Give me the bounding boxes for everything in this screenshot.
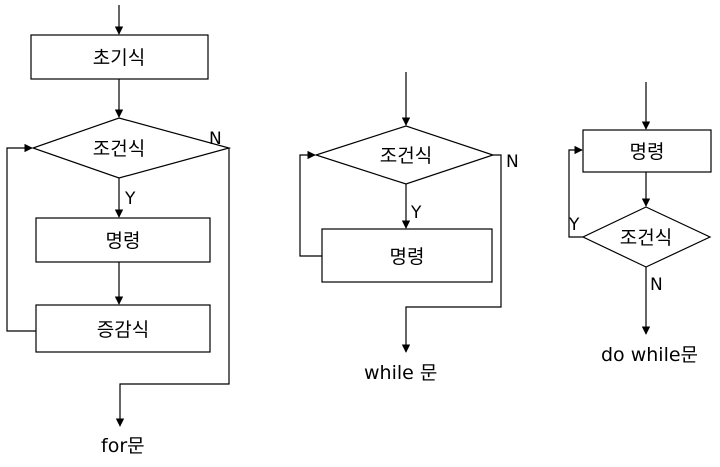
for-loop-back-arrow <box>6 143 36 332</box>
while-condition-label: 조건식 <box>380 145 432 167</box>
while-loop-back-arrow <box>299 150 322 257</box>
for-condition-label: 조건식 <box>93 138 145 160</box>
for-init-label: 초기식 <box>93 47 145 69</box>
for-statement-label: 명령 <box>106 230 141 252</box>
do-while-loop-diagram: 명령 조건식 Y N do while문 <box>568 82 712 366</box>
for-no-label: N <box>209 129 222 149</box>
while-no-label: N <box>506 152 519 172</box>
dowhile-statement-label: 명령 <box>630 141 665 163</box>
while-no-exit-arrow <box>401 154 502 353</box>
dowhile-statement-box <box>582 129 712 173</box>
dowhile-loop-back-arrow <box>568 145 583 238</box>
dowhile-caption: do while문 <box>601 344 698 366</box>
for-loop-diagram: 초기식 조건식 Y 명령 증감식 N for문 <box>6 5 232 457</box>
while-loop-diagram: 조건식 Y 명령 N while 문 <box>299 72 519 384</box>
dowhile-no-label: N <box>650 275 663 295</box>
for-no-exit-arrow <box>115 148 230 427</box>
while-statement-label: 명령 <box>390 246 425 268</box>
while-caption: while 문 <box>364 362 437 384</box>
for-caption: for문 <box>101 435 145 457</box>
for-yes-label: Y <box>124 189 136 209</box>
dowhile-condition-label: 조건식 <box>620 227 672 249</box>
while-yes-label: Y <box>410 203 422 223</box>
for-increment-label: 증감식 <box>97 319 149 341</box>
for-statement-box <box>35 217 211 263</box>
for-increment-box <box>35 304 211 353</box>
dowhile-yes-label: Y <box>568 215 580 235</box>
